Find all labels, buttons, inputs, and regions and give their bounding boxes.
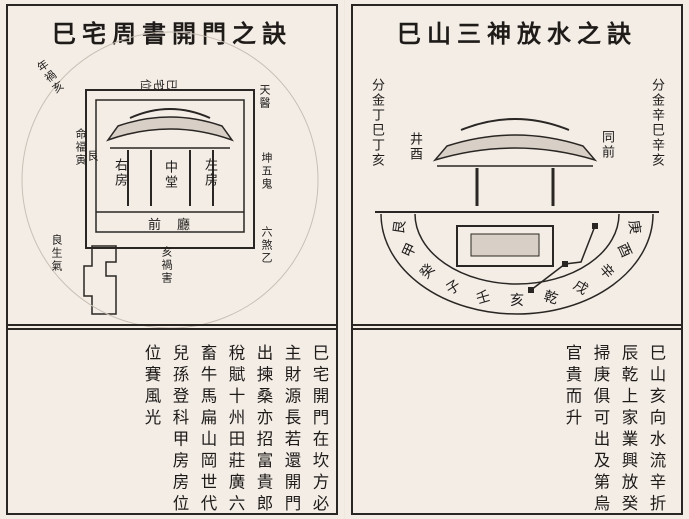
outer-label-se: 六煞乙 xyxy=(260,226,273,265)
right-text-col-2: 辰乾上家業興放癸 xyxy=(619,344,638,516)
left-text-col-7: 位賽風光 xyxy=(142,344,161,430)
side-gate-outline xyxy=(83,245,117,315)
left-page: 巳宅周書開門之訣 右房 中堂 左房 前廳 年禍亥 命福寅 已宅位 六煞乙 亥禍害… xyxy=(0,0,344,519)
left-text-col-3: 出揀桑亦招富貴郎 xyxy=(254,344,273,516)
note-right-lower: 坤五鬼 xyxy=(260,152,273,191)
right-water-diagram xyxy=(375,118,659,315)
arc-char: 亥 xyxy=(510,293,524,309)
roof-ridge xyxy=(460,118,570,131)
roof-shape xyxy=(106,116,234,142)
outer-label-w: 命福寅 xyxy=(74,128,87,167)
arc-char: 艮 xyxy=(391,219,410,236)
left-text-col-1: 巳宅開門在坎方必 xyxy=(310,344,329,516)
flow-marker xyxy=(562,261,568,267)
note-right-upper: 天醫 xyxy=(258,84,271,110)
left-house-diagram xyxy=(21,31,319,329)
left-page-frame xyxy=(6,4,338,515)
left-text-col-4: 稅賦十州田莊廣六 xyxy=(226,344,245,516)
right-text-col-4: 官貴而升 xyxy=(563,344,582,430)
left-divider xyxy=(6,324,338,330)
outer-label-n: 已宅位 xyxy=(138,77,178,91)
arc-char: 庚 xyxy=(624,219,643,236)
left-note-col1: 分金丁巳丁亥 xyxy=(369,78,384,168)
arc-inner xyxy=(414,213,620,285)
water-pool xyxy=(456,225,554,267)
right-page-frame xyxy=(351,4,683,515)
gate-left-label: 艮 xyxy=(86,150,99,163)
water-pool-inner xyxy=(470,233,540,257)
front-hall-label: 前廳 xyxy=(148,218,207,233)
right-page-title: 巳山三神放水之訣 xyxy=(397,19,637,48)
roof-ridge xyxy=(129,108,211,119)
right-room-label: 右房 xyxy=(112,158,127,188)
inner-square xyxy=(95,99,245,233)
left-room-label: 左房 xyxy=(202,158,217,188)
well-label: 井酉 xyxy=(407,132,422,162)
left-page-title: 巳宅周書開門之訣 xyxy=(52,19,292,48)
left-text-col-6: 兒孫登科甲房房位 xyxy=(170,344,189,516)
flow-marker xyxy=(528,287,534,293)
left-text-col-2: 主財源長若還開門 xyxy=(282,344,301,516)
right-note-col1: 分金辛巳辛亥 xyxy=(649,78,664,168)
center-hall-label: 中堂 xyxy=(162,160,177,190)
outer-label-sw: 良生氣 xyxy=(50,234,63,273)
right-text-col-3: 掃庚俱可出及第烏 xyxy=(591,344,610,516)
left-text-col-5: 畜牛馬扁山岡世代 xyxy=(198,344,217,516)
flow-marker xyxy=(592,223,598,229)
arc-outer xyxy=(380,213,654,315)
roof-shape xyxy=(432,134,598,162)
water-flow-line xyxy=(530,225,596,291)
right-page: 巳山三神放水之訣 分金丁巳丁亥 分金辛巳辛亥 井酉 同前 艮甲癸子壬亥乾戌辛酉庚… xyxy=(345,0,689,519)
right-divider xyxy=(351,324,683,330)
outer-label-s: 亥禍害 xyxy=(160,246,173,285)
right-text-col-1: 巳山亥向水流辛折 xyxy=(647,344,666,516)
front-label: 同前 xyxy=(599,130,614,160)
outer-square xyxy=(85,89,255,249)
